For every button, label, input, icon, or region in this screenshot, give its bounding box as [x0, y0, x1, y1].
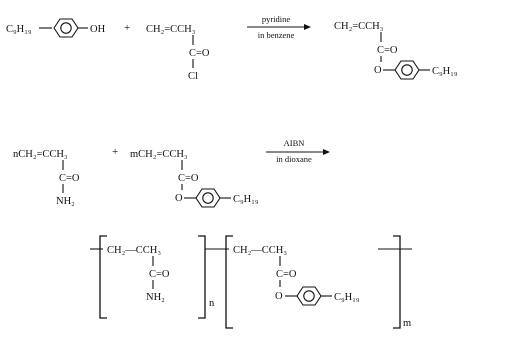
- product-carbonyl-label: C=O: [377, 45, 398, 56]
- nonylphenyl-methacrylate: CH₂=CCH₃ C=O O C₉H₁₉: [334, 21, 458, 80]
- carbonyl-label: C=O: [189, 48, 210, 59]
- hydroxyl-label: OH: [90, 24, 106, 35]
- unit-1-carbonyl-label: C=O: [149, 269, 170, 280]
- unit-1-right-bracket: [198, 235, 206, 319]
- unit-1-left-bracket: [99, 235, 107, 319]
- unit-1-backbone-label: CH₂—CCH₃: [107, 245, 161, 256]
- methacrylamide: nCH₂=CCH₃ C=O NH₂: [13, 149, 80, 207]
- methacryloyl-chloride: CH₂=CCH₃ C=O Cl: [146, 24, 210, 82]
- reaction-arrow-1: pyridine in benzene: [247, 14, 311, 40]
- monomer-1-amine-label: NH₂: [56, 196, 75, 207]
- arrow-1-reagent: pyridine: [262, 14, 291, 24]
- nonyl-group-label: C₉H₁₉: [6, 24, 32, 35]
- monomer-2-oxygen-label: O: [175, 193, 183, 204]
- unit-1-amine-label: NH₂: [146, 292, 165, 303]
- reaction-arrow-2: AIBN in dioxane: [266, 138, 330, 164]
- benzene-ring: [394, 60, 420, 80]
- arrow-1-solvent: in benzene: [258, 30, 295, 40]
- arrow-2-solvent: in dioxane: [276, 154, 312, 164]
- unit-2-oxygen-label: O: [275, 291, 283, 302]
- plus-sign: +: [112, 146, 118, 158]
- chloride-label: Cl: [188, 71, 198, 82]
- reaction-2: nCH₂=CCH₃ C=O NH₂ + mCH₂=CCH₃ C=O O C₉H₁…: [13, 138, 330, 208]
- monomer-1-carbonyl-label: C=O: [59, 173, 80, 184]
- product-nonyl-label: C₉H₁₉: [432, 66, 458, 77]
- unit-2-left-bracket: [225, 235, 233, 329]
- copolymer: CH₂—CCH₃ C=O NH₂ n CH₂—CCH₃ C=O O C₉H₁₉ …: [90, 235, 412, 329]
- benzene-ring: [53, 18, 79, 38]
- reaction-1: C₉H₁₉ OH + CH₂=CCH₃ C=O Cl pyridine in b…: [6, 14, 458, 82]
- vinyl-group-label: CH₂=CCH₃: [146, 24, 196, 35]
- unit-2-backbone-label: CH₂—CCH₃: [233, 245, 287, 256]
- nonylphenyl-methacrylate-monomer: mCH₂=CCH₃ C=O O C₉H₁₉: [130, 149, 259, 208]
- nonylphenol: C₉H₁₉ OH: [6, 18, 106, 38]
- monomer-2-nonyl-label: C₉H₁₉: [233, 194, 259, 205]
- benzene-ring: [195, 188, 221, 208]
- monomer-2-carbonyl-label: C=O: [178, 173, 199, 184]
- monomer-1-vinyl-label: nCH₂=CCH₃: [13, 149, 68, 160]
- plus-sign: +: [124, 22, 130, 34]
- unit-2-subscript-m: m: [403, 318, 411, 329]
- unit-2-nonyl-label: C₉H₁₉: [334, 292, 360, 303]
- monomer-2-vinyl-label: mCH₂=CCH₃: [130, 149, 188, 160]
- unit-1-subscript-n: n: [209, 298, 215, 309]
- benzene-ring: [296, 286, 322, 306]
- arrow-2-initiator: AIBN: [284, 138, 305, 148]
- unit-2-right-bracket: [393, 235, 401, 329]
- product-oxygen-label: O: [374, 65, 382, 76]
- unit-2-carbonyl-label: C=O: [276, 269, 297, 280]
- repeat-unit-2: CH₂—CCH₃ C=O O C₉H₁₉: [233, 245, 360, 306]
- product-vinyl-label: CH₂=CCH₃: [334, 21, 384, 32]
- repeat-unit-1: CH₂—CCH₃ C=O NH₂: [107, 245, 170, 303]
